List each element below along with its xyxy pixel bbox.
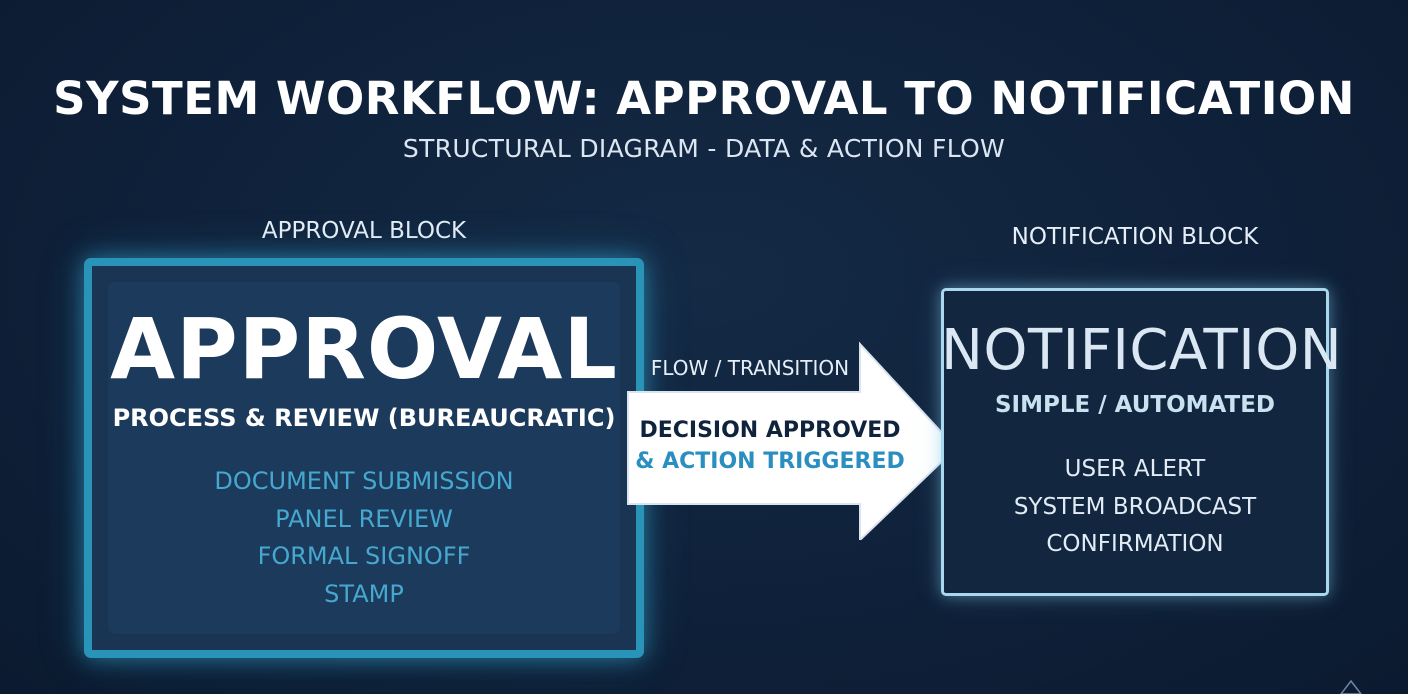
notification-subheading: SIMPLE / AUTOMATED [994,392,1276,418]
arrow-shape [627,341,958,540]
flow-action-text: & ACTION TRIGGERED [635,449,905,474]
flow-arrow-icon [627,341,958,540]
notification-item: USER ALERT [1064,456,1206,482]
notification-item: SYSTEM BROADCAST [1013,493,1257,520]
approval-heading: APPROVAL [110,300,618,398]
approval-steps-list: DOCUMENT SUBMISSION PANEL REVIEW FORMAL … [108,463,620,613]
notification-heading: NOTIFICATION [941,318,1343,383]
approval-block-panel [108,282,620,634]
approval-step: STAMP [324,579,404,608]
corner-triangle-icon [1340,680,1362,694]
approval-step: FORMAL SIGNOFF [257,542,471,570]
approval-block-caption: APPROVAL BLOCK [261,218,467,244]
diagram-subtitle: STRUCTURAL DIAGRAM - DATA & ACTION FLOW [402,134,1006,163]
notification-block [941,288,1329,596]
notification-block-caption: NOTIFICATION BLOCK [1011,224,1259,250]
approval-step: DOCUMENT SUBMISSION [214,467,514,495]
approval-step: PANEL REVIEW [275,504,453,533]
diagram-title: SYSTEM WORKFLOW: APPROVAL TO NOTIFICATIO… [53,72,1355,125]
flow-decision-text: DECISION APPROVED [639,418,901,443]
approval-subheading: PROCESS & REVIEW (BUREAUCRATIC) [112,404,616,432]
notification-item: CONFIRMATION [1046,531,1224,557]
notification-items-list: USER ALERT SYSTEM BROADCAST CONFIRMATION [941,451,1329,564]
flow-label: FLOW / TRANSITION [650,356,850,380]
